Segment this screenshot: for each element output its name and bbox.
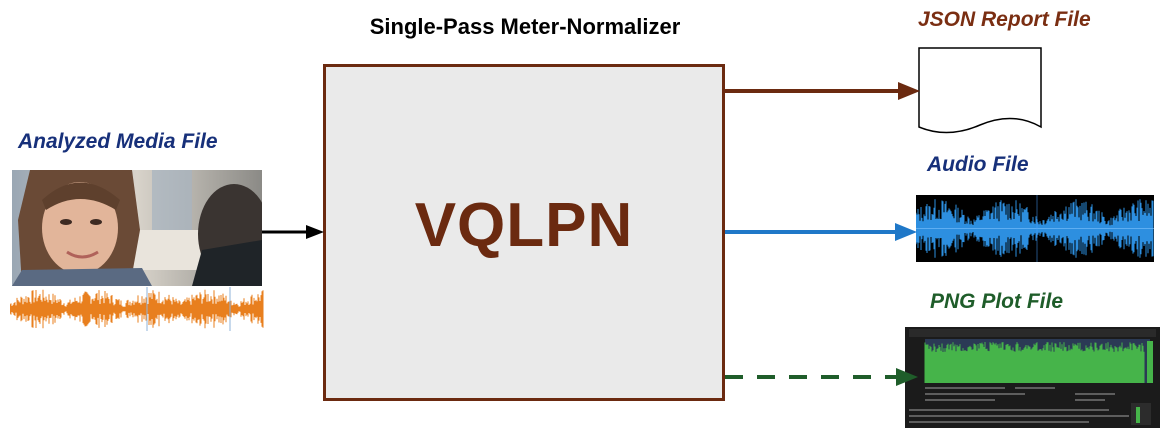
processor-label: VQLPN	[414, 191, 634, 260]
png-output-label: PNG Plot File	[930, 290, 1064, 313]
input-waveform	[10, 287, 264, 331]
plot-thumbnail-image	[905, 327, 1160, 428]
document-icon	[918, 47, 1042, 134]
audio-waveform-panel	[915, 195, 1154, 262]
diagram-title: Single-Pass Meter-Normalizer	[369, 14, 681, 39]
audio-output-label: Audio File	[927, 153, 1029, 176]
processor-box	[323, 64, 725, 401]
input-label: Analyzed Media File	[18, 130, 218, 153]
json-output-label: JSON Report File	[918, 8, 1091, 31]
media-thumbnail-image	[12, 170, 262, 286]
